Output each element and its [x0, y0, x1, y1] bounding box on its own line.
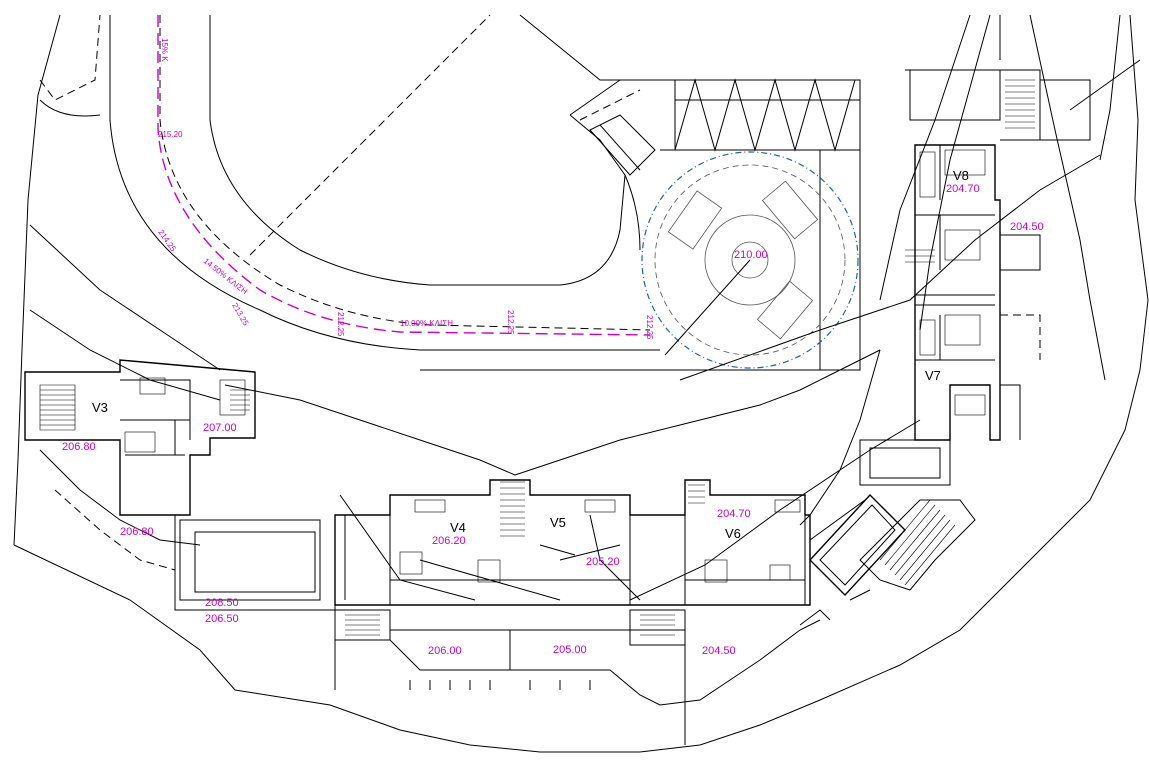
building-v3: V3 207.00 206.80 206.80: [24, 359, 340, 611]
elevation-roundabout: 210.00: [734, 249, 768, 261]
elevation-terrace-mid: 205.00: [553, 644, 587, 656]
ramp-slope-top: 15% K: [160, 38, 169, 62]
elevation-south-b: 206.50: [205, 613, 239, 625]
elevation-v3-building: 207.00: [203, 422, 237, 434]
southeast-wing: [799, 493, 976, 626]
elevation-south-a: 208.50: [205, 597, 239, 609]
elevation-v6: 204.70: [717, 508, 751, 520]
building-v7-v8: V8 V7 204.70 204.50: [859, 69, 1091, 486]
elevation-v5: 205.20: [586, 556, 620, 568]
stair-icon: [500, 481, 705, 537]
construction-lines: [539, 154, 1101, 601]
stair-icon: [905, 79, 1035, 263]
stair-icon: [345, 614, 675, 636]
elevation-v3-lower: 206.80: [120, 526, 154, 538]
elevation-terrace-west: 206.00: [428, 645, 462, 657]
ramp-slope-straight: 10.00% ΚΛΙΣΗ: [400, 319, 453, 328]
ramp-level-4: 212.25: [336, 312, 345, 337]
building-row-south: V4 V5 V6 206.20 205.20 204.70 208.50 206…: [205, 479, 866, 625]
elevation-v3-left: 206.80: [62, 441, 96, 453]
ramp-level-6: 212.25: [645, 315, 654, 340]
ramp-level-3: 213.25: [230, 302, 250, 328]
elevation-terrace-east: 204.50: [702, 645, 736, 657]
ramp-level-1: 215.20: [158, 130, 183, 139]
elevation-east: 204.50: [1010, 221, 1044, 233]
stair-icon: [39, 384, 250, 431]
roundabout: 210.00: [641, 151, 859, 369]
elevation-v8: 204.70: [946, 183, 980, 195]
stair-icon: [879, 499, 956, 586]
south-terrace: 206.00 205.00 204.50: [334, 605, 821, 745]
label-v5: V5: [550, 515, 566, 530]
label-v8: V8: [953, 168, 969, 183]
label-v3: V3: [92, 400, 108, 415]
label-v7: V7: [925, 368, 941, 383]
ramp-level-5: 212.25: [506, 310, 515, 335]
elevation-v4: 206.20: [432, 535, 466, 547]
label-v6: V6: [725, 526, 741, 541]
road-area: [39, 14, 861, 371]
label-v4: V4: [450, 520, 466, 535]
terrain-lines: [13, 14, 1149, 753]
